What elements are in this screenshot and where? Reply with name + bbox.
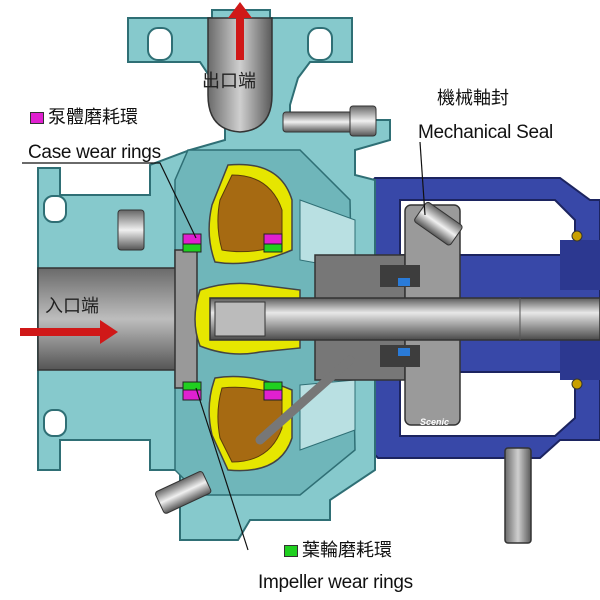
inlet-label: 入口端 [45, 296, 99, 316]
impeller-wear-rings-text-zh: 葉輪磨耗環 [302, 540, 392, 560]
inlet-flow-arrow [20, 320, 118, 344]
balance-line [255, 355, 355, 445]
gland-bolt [414, 201, 463, 246]
impeller-wear-rings [182, 243, 283, 391]
pump-shaft [209, 297, 600, 341]
mechanical-seal-label-zh: 機械軸封 [437, 88, 509, 108]
casing-bolts [117, 105, 377, 514]
case-wear-rings-label-en: Case wear rings [28, 142, 161, 163]
inlet-pipe [37, 249, 198, 389]
case-wear-ring-swatch [30, 112, 44, 125]
drain-pipe [504, 447, 532, 544]
brand-mark: Scenic [420, 417, 449, 427]
outlet-flow-arrow [228, 2, 252, 60]
mechanical-seal-label-en: Mechanical Seal [418, 122, 553, 143]
case-wear-rings-text-zh: 泵體磨耗環 [48, 107, 138, 127]
impeller-wear-rings-label-en: Impeller wear rings [258, 572, 413, 593]
flow-arrows [20, 2, 252, 344]
outlet-nozzle [207, 17, 273, 133]
impeller-wear-rings-label-zh: 葉輪磨耗環 [284, 541, 392, 559]
outlet-label: 出口端 [202, 71, 256, 91]
case-wear-rings-label-zh: 泵體磨耗環 [30, 108, 138, 126]
impeller-wear-ring-swatch [284, 545, 298, 558]
leader-lines [22, 141, 426, 551]
